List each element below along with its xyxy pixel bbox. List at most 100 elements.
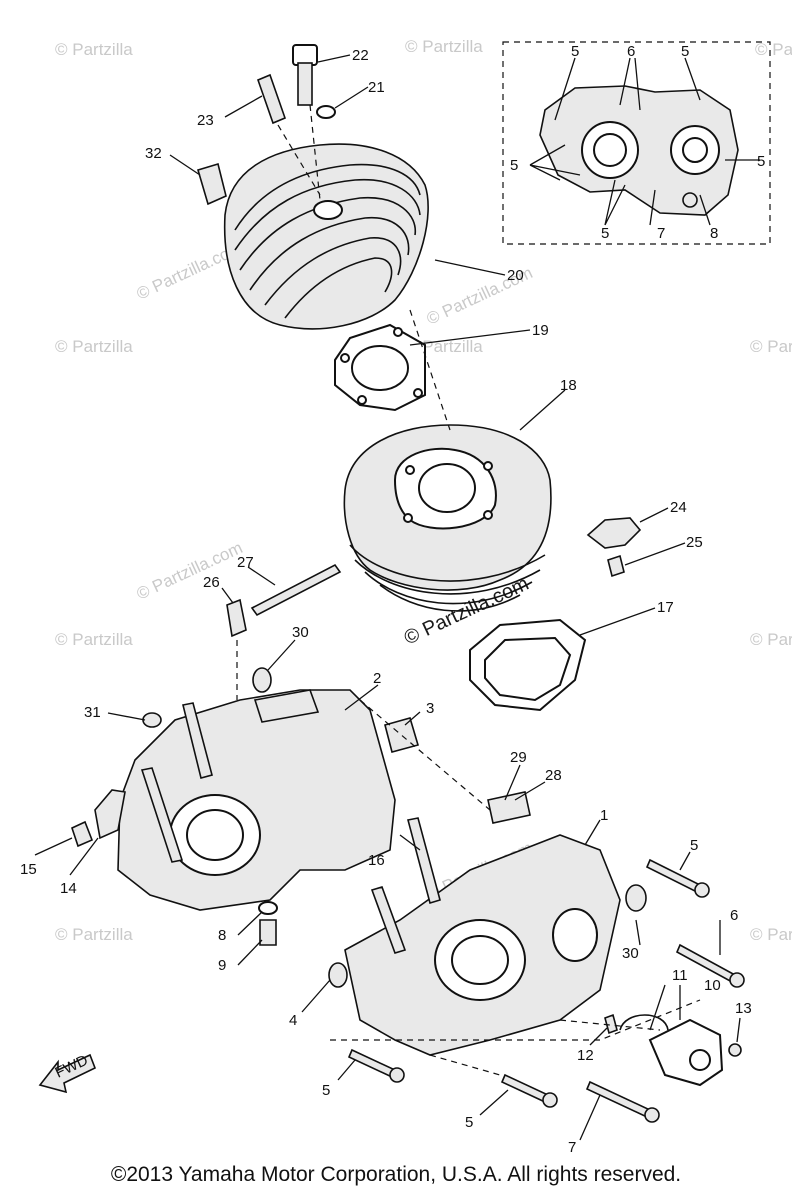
bracket-parts — [586, 517, 642, 578]
inset-bore-right-inner — [682, 137, 708, 163]
callout: 10 — [704, 977, 721, 994]
right-stud — [370, 886, 407, 954]
pin-12 — [604, 1013, 618, 1035]
crankcase-left — [117, 689, 396, 911]
callout: 26 — [203, 574, 220, 591]
right-hardware — [330, 858, 745, 1123]
inset-bore-left-inner — [593, 133, 627, 167]
washer-8 — [258, 901, 278, 915]
watermark: © Partzilla — [55, 337, 133, 356]
inset-boss — [682, 192, 698, 208]
callout: 24 — [670, 499, 687, 516]
left-small-parts — [71, 789, 278, 946]
callout: 6 — [730, 907, 738, 924]
callout: 30 — [292, 624, 309, 641]
head-gasket — [334, 323, 426, 412]
head-hardware — [197, 44, 336, 206]
left-case-fins — [253, 689, 320, 723]
spark-plug-boss — [313, 200, 343, 220]
inset-crankcase-view: 5 6 5 5 5 5 7 8 — [502, 41, 771, 245]
plug-cap — [197, 162, 227, 206]
watermark: © Partzilla — [750, 925, 792, 944]
callout: 16 — [368, 852, 385, 869]
leader-lines — [34, 54, 741, 1141]
watermark: © Partzilla — [750, 337, 792, 356]
head-bolt — [292, 44, 318, 66]
cylinder — [343, 309, 552, 612]
inset-frame — [502, 41, 771, 245]
bolt-5-top — [645, 858, 702, 894]
callout: 2 — [373, 670, 381, 687]
callout: 5 — [571, 43, 579, 60]
copyright-notice: ©2013 Yamaha Motor Corporation, U.S.A. A… — [110, 1163, 682, 1186]
callout: 12 — [577, 1047, 594, 1064]
head-dash-lines — [277, 104, 321, 201]
callout: 32 — [145, 145, 162, 162]
shaft-28 — [487, 791, 531, 824]
callout: 5 — [601, 225, 609, 242]
head-body — [223, 143, 429, 330]
callout: 5 — [510, 157, 518, 174]
callout: 8 — [710, 225, 718, 242]
callout: 7 — [568, 1139, 576, 1156]
screw-13 — [728, 1043, 742, 1057]
callout: 9 — [218, 957, 226, 974]
callout: 20 — [507, 267, 524, 284]
small-parts — [142, 563, 342, 728]
watermark: © Partzilla — [755, 40, 792, 59]
dowel-26 — [226, 598, 247, 638]
callout: 29 — [510, 749, 527, 766]
callout: 31 — [84, 704, 101, 721]
watermark: © Partzilla.com — [134, 538, 246, 604]
spark-plug — [256, 73, 287, 125]
callout: 11 — [672, 967, 688, 984]
plate-14 — [94, 789, 126, 840]
watermark: © Partzilla — [405, 37, 483, 56]
callout: 23 — [197, 112, 214, 129]
inset-crankcase — [539, 85, 739, 216]
stud-16 — [407, 817, 441, 905]
inset-leaders — [529, 57, 760, 226]
callout: 13 — [735, 1000, 752, 1017]
callout: 27 — [237, 554, 254, 571]
callout: 5 — [757, 153, 765, 170]
dowel-4 — [328, 962, 348, 988]
bolt-5-a — [347, 1048, 397, 1079]
right-case-bore-2 — [552, 908, 598, 962]
washer — [316, 105, 336, 119]
callout: 19 — [532, 322, 549, 339]
bolt-15 — [71, 820, 94, 848]
gasket-bore — [351, 345, 409, 391]
callout: 18 — [560, 377, 577, 394]
cover-10 — [648, 1018, 724, 1087]
callout: 14 — [60, 880, 77, 897]
cylinder-head — [223, 143, 429, 330]
callouts: 22 21 23 32 20 19 18 24 25 17 27 26 30 2… — [20, 47, 752, 1156]
callout: 6 — [627, 43, 635, 60]
bearings — [359, 699, 531, 824]
callout: 7 — [657, 225, 665, 242]
left-stud-2 — [140, 767, 184, 863]
stud-27 — [250, 563, 342, 617]
watermark: © Partzilla — [55, 40, 133, 59]
callout: 8 — [218, 927, 226, 944]
watermark: © Partzilla — [55, 630, 133, 649]
callout: 5 — [322, 1082, 330, 1099]
fwd-arrow: FWD — [38, 1052, 97, 1094]
bracket — [586, 517, 642, 549]
dowel-30b — [625, 884, 647, 912]
callout: 30 — [622, 945, 639, 962]
crankcase-right — [328, 817, 647, 1056]
bush-3 — [384, 717, 420, 753]
callout: 17 — [657, 599, 674, 616]
cylinder-bore — [418, 463, 476, 513]
watermark: © Partzilla — [750, 630, 792, 649]
watermark: © Partzilla — [55, 925, 133, 944]
callout: 5 — [690, 837, 698, 854]
fwd-arrow-shape — [38, 1053, 97, 1094]
callout: 5 — [465, 1114, 473, 1131]
head-bolt-shank — [297, 62, 313, 106]
callout: 15 — [20, 861, 37, 878]
callout: 25 — [686, 534, 703, 551]
